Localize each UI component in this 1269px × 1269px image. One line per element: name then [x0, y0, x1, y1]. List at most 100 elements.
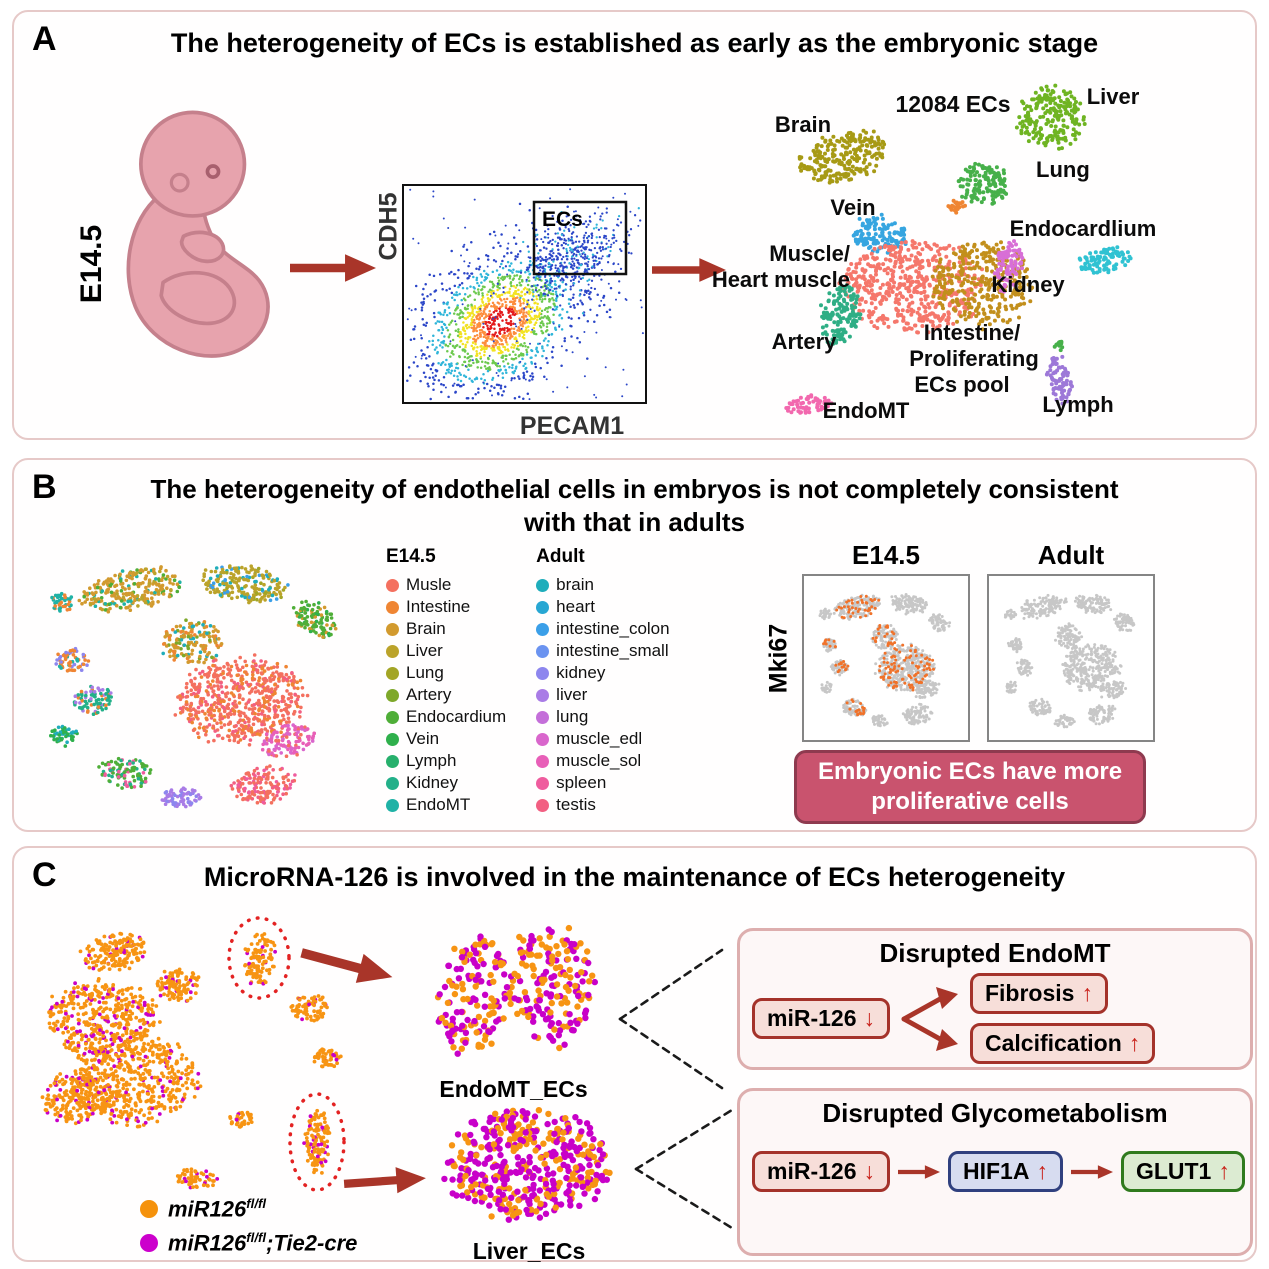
umap-label: ECs pool	[914, 372, 1009, 397]
panel-a-title: The heterogeneity of ECs is established …	[170, 28, 1099, 58]
up-arrow-glyph: ↑	[1128, 1030, 1141, 1056]
legend-item: Musle	[386, 574, 506, 596]
legend-item: muscle_edl	[536, 728, 669, 750]
legend-item: Liver	[386, 640, 506, 662]
umap-label: Intestine/	[924, 320, 1021, 345]
liver-ecs-label: Liver_ECs	[472, 1238, 586, 1264]
legend-label: Musle	[406, 575, 452, 594]
embryo-ear	[169, 172, 190, 193]
flow-x-axis-label: PECAM1	[519, 412, 625, 440]
banner-line2: proliferative cells	[871, 788, 1069, 815]
arrow-right-icon	[343, 1167, 426, 1194]
panel-a: A The heterogeneity of ECs is establishe…	[12, 10, 1257, 440]
legend-label: muscle_sol	[556, 751, 642, 770]
panel-b-letter: B	[32, 468, 57, 506]
legend-dot	[386, 644, 399, 658]
box-body: miR-126↓ Fibrosis↑ Calcification↑	[740, 969, 1250, 1070]
legend-item: lung	[536, 706, 669, 728]
dashed-highlight-circle	[288, 1092, 346, 1192]
legend-item: Brain	[386, 618, 506, 640]
umap-label: Heart muscle	[712, 267, 850, 292]
embryo-illustration	[126, 110, 270, 358]
legend-label: miR126fl/fl	[168, 1196, 266, 1222]
legend-label: testis	[556, 795, 596, 814]
legend-dot	[386, 578, 399, 592]
liver-ecs-scatter	[441, 1107, 613, 1223]
box-title: Disrupted Glycometabolism	[822, 1098, 1168, 1128]
legend-label: Liver	[406, 641, 443, 660]
up-arrow-glyph: ↑	[1218, 1158, 1230, 1184]
panel-b-title-line2: with that in adults	[524, 507, 745, 537]
disrupted-glycometabolism-box: Disrupted Glycometabolism miR-126↓ HIF1A…	[737, 1088, 1253, 1256]
flow-cytometry-plot: CDH5 ECs PECAM1	[358, 142, 668, 442]
fibrosis-pill: Fibrosis↑	[969, 973, 1108, 1014]
legend-dot	[386, 732, 399, 746]
legend-item: EndoMT	[386, 794, 506, 816]
legend-dot-orange	[140, 1200, 158, 1219]
pill-label: Fibrosis	[984, 980, 1075, 1006]
mini-dots	[1003, 593, 1136, 729]
legend-dot	[536, 688, 550, 702]
legend-label-sup: fl/fl	[246, 1230, 267, 1245]
feature-scatter-adult	[1003, 593, 1136, 729]
umap-integrated	[49, 564, 338, 809]
legend-item: spleen	[536, 772, 669, 794]
legend-dot	[536, 754, 550, 768]
umap-dots	[784, 83, 1133, 415]
down-arrow-glyph: ↓	[863, 1158, 875, 1184]
conclusion-banner: Embryonic ECs have more proliferative ce…	[794, 750, 1146, 824]
pill-label: GLUT1	[1135, 1158, 1212, 1184]
feature-title-adult: Adult	[1037, 540, 1105, 570]
umap-dots	[49, 564, 338, 809]
legend-label: kidney	[556, 663, 606, 682]
umap-label: Muscle/	[769, 241, 850, 266]
umap-label: Liver	[1087, 84, 1140, 109]
panel-a-letter: A	[32, 20, 57, 58]
legend-dot	[536, 710, 550, 724]
legend-label: miR126fl/fl;Tie2-cre	[168, 1230, 357, 1256]
pill-label: Calcification	[984, 1030, 1122, 1056]
legend-item: intestine_small	[536, 640, 669, 662]
legend-label: Intestine	[406, 597, 471, 616]
legend-dot	[386, 776, 399, 790]
legend-label-part: ;Tie2-cre	[266, 1230, 358, 1256]
legend-header-adult: Adult	[536, 546, 585, 567]
dashed-connector-icon	[634, 1108, 734, 1230]
dashed-highlight-circle	[227, 916, 291, 1000]
legend-dot	[386, 666, 399, 680]
legend-label-sup: fl/fl	[246, 1196, 267, 1211]
umap-label: 12084 ECs	[895, 91, 1010, 117]
outcome-column: Fibrosis↑ Calcification↑	[969, 973, 1156, 1064]
legend-label: Lymph	[406, 751, 457, 770]
legend-label: Vein	[406, 729, 440, 748]
legend-dot	[386, 688, 399, 702]
legend-label: spleen	[556, 773, 607, 792]
legend-mir126-tie2cre: miR126fl/fl;Tie2-cre	[140, 1230, 357, 1256]
scatter-dots	[441, 1107, 613, 1223]
legend-item: Lung	[386, 662, 506, 684]
down-arrow-glyph: ↓	[863, 1005, 875, 1031]
legend-dot-magenta	[140, 1234, 158, 1253]
legend-dot	[386, 622, 399, 636]
legend-dot	[536, 776, 550, 790]
legend-dot	[386, 600, 399, 614]
mir126-pill: miR-126↓	[752, 998, 890, 1039]
legend-dot	[536, 578, 550, 592]
up-arrow-glyph: ↑	[1081, 980, 1093, 1006]
legend-label: Kidney	[406, 773, 458, 792]
gene-label: Mki67	[764, 623, 793, 694]
umap-dots	[40, 931, 343, 1190]
arrow-right-icon	[652, 258, 726, 282]
legend-dot	[536, 600, 550, 614]
umap-label: Lymph	[1042, 392, 1113, 417]
umap-label: Vein	[830, 195, 875, 220]
mir126-pill: miR-126↓	[752, 1151, 890, 1192]
legend-item: Kidney	[386, 772, 506, 794]
legend-label: heart	[556, 597, 595, 616]
legend-label: brain	[556, 575, 594, 594]
ecs-gate	[532, 200, 628, 276]
highlight-rings	[227, 916, 346, 1192]
